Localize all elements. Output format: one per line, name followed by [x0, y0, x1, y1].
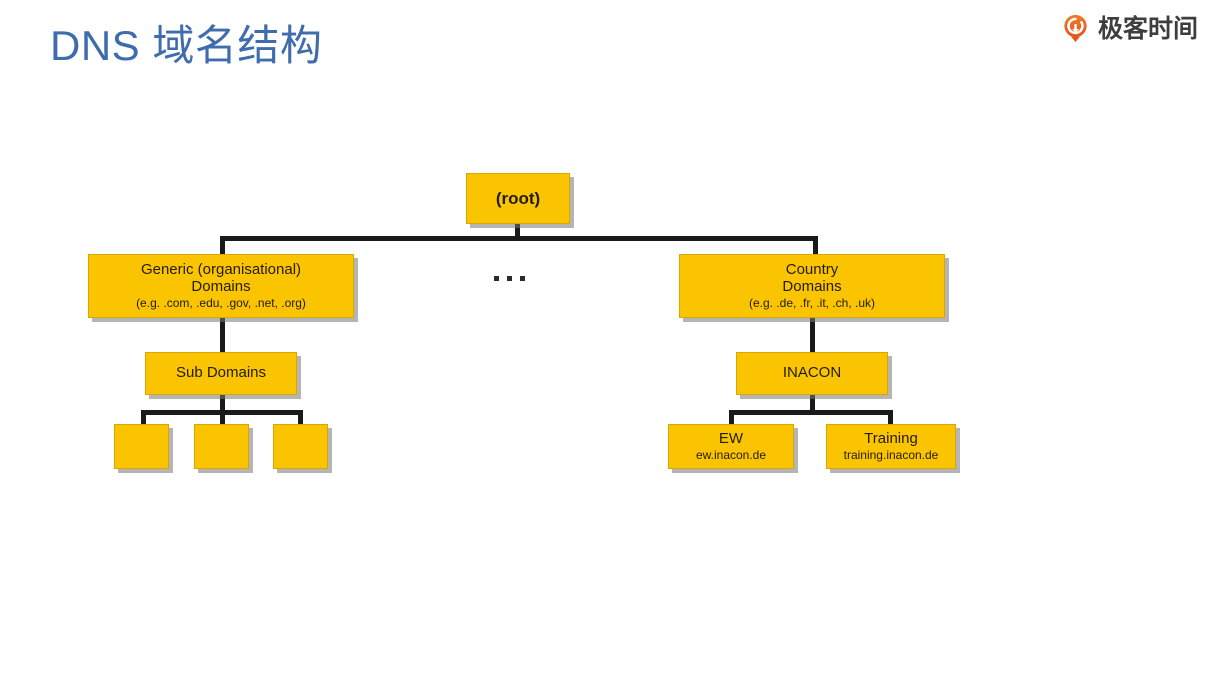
node-inacon[interactable]: INACON: [736, 352, 888, 395]
ellipsis-dot: [520, 276, 525, 281]
node-training[interactable]: Training training.inacon.de: [826, 424, 956, 469]
node-training-label: Training: [864, 429, 918, 447]
node-root-label: (root): [495, 188, 541, 208]
node-ew[interactable]: EW ew.inacon.de: [668, 424, 794, 469]
node-country-line1: Country: [785, 260, 839, 278]
node-root[interactable]: (root): [466, 173, 570, 224]
node-generic-line1: Generic (organisational): [140, 260, 302, 278]
connector-inacon-down: [810, 394, 815, 412]
node-country-examples: (e.g. .de, .fr, .it, .ch, .uk): [748, 295, 876, 310]
connector-inacon-children-bar: [729, 410, 893, 415]
connector-training-down: [888, 410, 893, 424]
connector-sub-child2-down: [220, 410, 225, 424]
node-country-domains[interactable]: Country Domains (e.g. .de, .fr, .it, .ch…: [679, 254, 945, 318]
connector-generic-down: [220, 236, 225, 258]
node-sub-child-2[interactable]: [194, 424, 249, 469]
brand-logo: 极客时间: [1060, 9, 1198, 45]
connector-country-to-inacon: [810, 318, 815, 352]
node-ew-fqdn: ew.inacon.de: [695, 447, 767, 462]
connector-root-down: [515, 224, 520, 240]
connector-ew-down: [729, 410, 734, 424]
page-title: DNS 域名结构: [50, 22, 323, 69]
node-sub-child-1[interactable]: [114, 424, 169, 469]
node-sub-domains-label: Sub Domains: [175, 364, 267, 382]
connector-country-down: [813, 236, 818, 258]
connector-sub-child3-down: [298, 410, 303, 424]
node-training-fqdn: training.inacon.de: [843, 447, 939, 462]
connector-sub-down: [220, 394, 225, 412]
connector-level1-bar: [220, 236, 818, 241]
ellipsis-more-tlds: [494, 276, 525, 281]
node-inacon-label: INACON: [782, 364, 842, 382]
node-generic-examples: (e.g. .com, .edu, .gov, .net, .org): [136, 295, 306, 310]
node-sub-child-3[interactable]: [273, 424, 328, 469]
ellipsis-dot: [507, 276, 512, 281]
node-ew-label: EW: [718, 429, 744, 447]
node-sub-domains[interactable]: Sub Domains: [145, 352, 297, 395]
ellipsis-dot: [494, 276, 499, 281]
connector-sub-child1-down: [141, 410, 146, 424]
connector-generic-to-sub: [220, 318, 225, 352]
node-country-line2: Domains: [782, 277, 842, 295]
geektime-logo-icon: [1060, 12, 1091, 43]
brand-name: 极客时间: [1097, 15, 1198, 43]
node-generic-line2: Domains: [191, 277, 251, 295]
node-generic-domains[interactable]: Generic (organisational) Domains (e.g. .…: [88, 254, 354, 318]
